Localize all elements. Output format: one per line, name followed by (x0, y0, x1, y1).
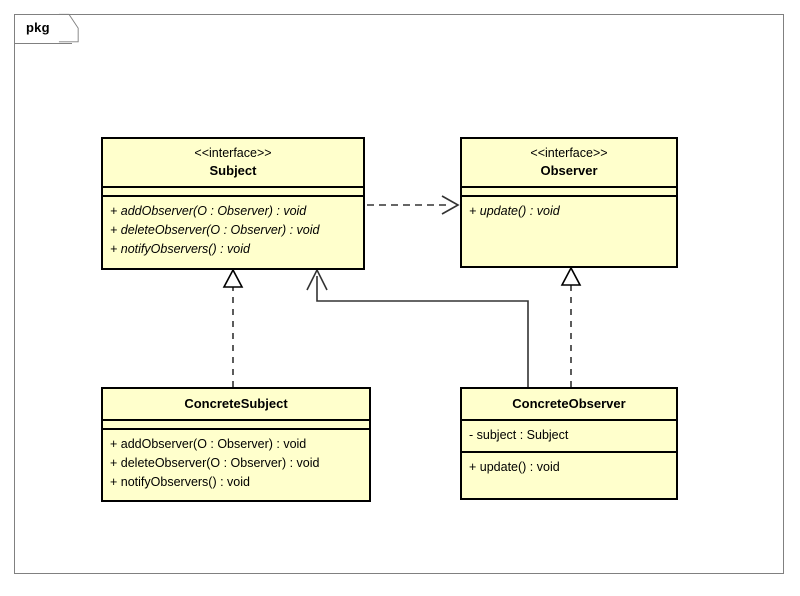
subject-operation: + deleteObserver(O : Observer) : void (110, 223, 320, 237)
concreteobserver-class-name: ConcreteObserver (512, 396, 626, 411)
package-tab: pkg (14, 13, 79, 44)
subject-attributes-compartment (103, 186, 363, 195)
observer-operations-compartment: + update() : void (462, 195, 676, 227)
concreteobserver-header: ConcreteObserver (462, 389, 676, 419)
package-label: pkg (26, 20, 50, 35)
subject-stereotype: <<interface>> (194, 146, 272, 160)
subject-operation: + notifyObservers() : void (110, 242, 250, 256)
class-box-subject[interactable]: <<interface>> Subject + addObserver(O : … (101, 137, 365, 270)
package-frame-top-edge (70, 14, 784, 15)
package-tab-shape (14, 14, 72, 44)
package-frame (14, 14, 784, 574)
subject-operation: + addObserver(O : Observer) : void (110, 204, 307, 218)
concreteobserver-operation: + update() : void (469, 460, 560, 474)
observer-stereotype: <<interface>> (530, 146, 608, 160)
observer-class-name: Observer (540, 163, 598, 178)
concretesubject-operations-compartment: + addObserver(O : Observer) : void + del… (103, 428, 369, 498)
class-box-concreteobserver[interactable]: ConcreteObserver - subject : Subject + u… (460, 387, 678, 500)
concreteobserver-attributes-compartment: - subject : Subject (462, 419, 676, 451)
concretesubject-operation: + deleteObserver(O : Observer) : void (110, 456, 320, 470)
observer-header: <<interface>> Observer (462, 139, 676, 186)
concretesubject-operation: + notifyObservers() : void (110, 475, 250, 489)
concreteobserver-operations-compartment: + update() : void (462, 451, 676, 483)
observer-operation: + update() : void (469, 204, 560, 218)
concretesubject-attributes-compartment (103, 419, 369, 428)
concretesubject-header: ConcreteSubject (103, 389, 369, 419)
concretesubject-operation: + addObserver(O : Observer) : void (110, 437, 307, 451)
subject-operations-compartment: + addObserver(O : Observer) : void + del… (103, 195, 363, 265)
package-tab-diagonal-icon (58, 13, 79, 43)
class-box-concretesubject[interactable]: ConcreteSubject + addObserver(O : Observ… (101, 387, 371, 502)
class-box-observer[interactable]: <<interface>> Observer + update() : void (460, 137, 678, 268)
concretesubject-class-name: ConcreteSubject (184, 396, 288, 411)
concreteobserver-attribute: - subject : Subject (469, 428, 569, 442)
observer-attributes-compartment (462, 186, 676, 195)
subject-class-name: Subject (209, 163, 257, 178)
subject-header: <<interface>> Subject (103, 139, 363, 186)
